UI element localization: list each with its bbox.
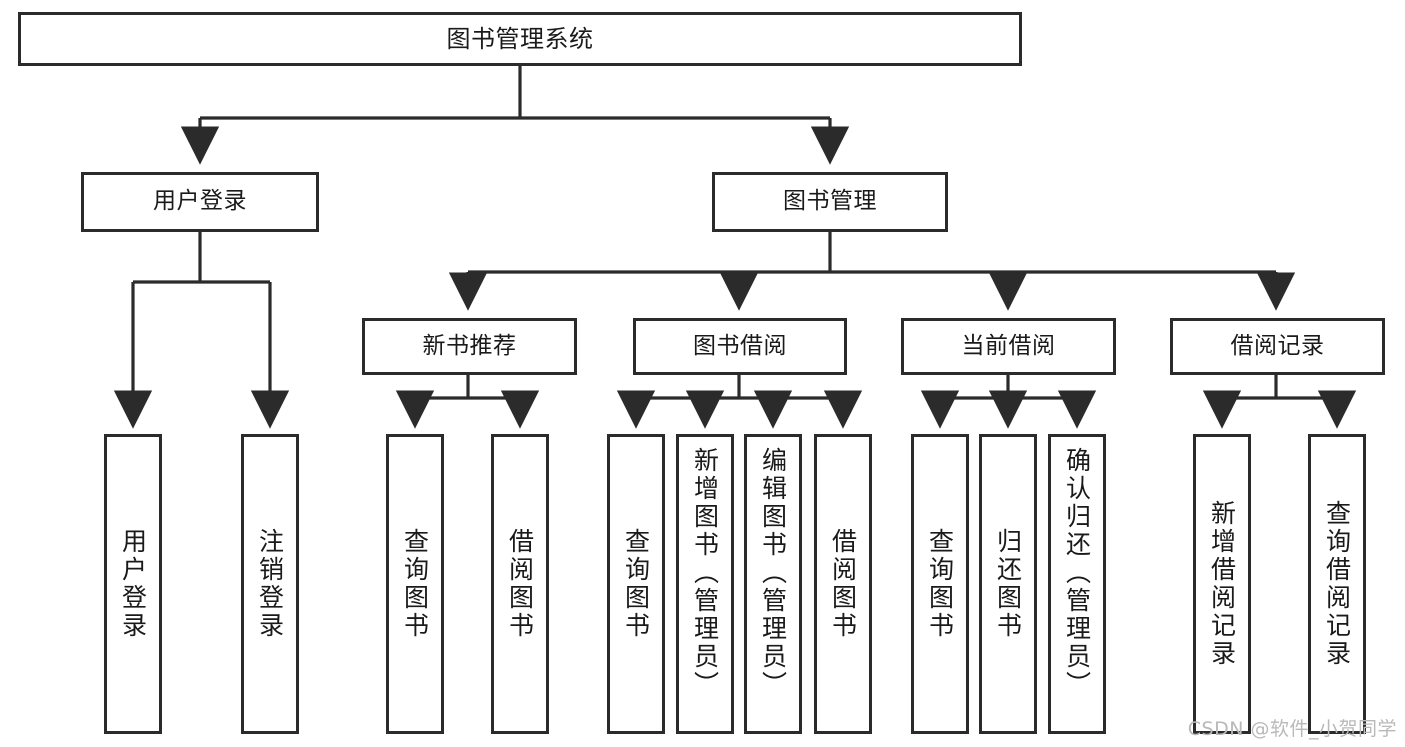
node-leaf-borrow-book-2-label: 借阅图书 [828,528,858,640]
watermark-text: CSDN @软件_小贺同学 [1187,718,1397,740]
node-leaf-borrow-book-1[interactable]: 借阅图书 [491,434,549,734]
node-leaf-query-book-2-label: 查询图书 [621,528,651,640]
node-leaf-borrow-book-1-label: 借阅图书 [505,528,535,640]
node-new-book-recommend-label: 新书推荐 [422,332,517,359]
node-leaf-query-book-1-label: 查询图书 [400,528,430,640]
node-leaf-add-record[interactable]: 新增借阅记录 [1193,434,1251,734]
node-leaf-add-book-label: 新增图书（管理员） [690,447,720,699]
node-user-login[interactable]: 用户登录 [81,172,319,232]
node-leaf-query-book-1[interactable]: 查询图书 [386,434,444,734]
node-borrow-record-label: 借阅记录 [1230,332,1325,359]
node-leaf-query-record-label: 查询借阅记录 [1322,500,1352,668]
node-current-borrow-label: 当前借阅 [961,332,1056,359]
node-root[interactable]: 图书管理系统 [18,12,1022,66]
node-leaf-borrow-book-2[interactable]: 借阅图书 [814,434,872,734]
node-leaf-logout-login-label: 注销登录 [255,528,285,640]
node-borrow-record[interactable]: 借阅记录 [1170,318,1385,375]
node-book-manage[interactable]: 图书管理 [712,172,948,232]
node-leaf-return-book[interactable]: 归还图书 [979,434,1037,734]
node-book-borrow[interactable]: 图书借阅 [633,318,847,375]
node-leaf-query-book-2[interactable]: 查询图书 [607,434,665,734]
node-leaf-query-book-3[interactable]: 查询图书 [911,434,969,734]
node-current-borrow[interactable]: 当前借阅 [901,318,1116,375]
node-leaf-query-record[interactable]: 查询借阅记录 [1308,434,1366,734]
node-book-manage-label: 图书管理 [783,188,877,215]
node-leaf-return-book-label: 归还图书 [993,528,1023,640]
node-leaf-user-login[interactable]: 用户登录 [104,434,162,734]
node-book-borrow-label: 图书借阅 [693,332,787,359]
node-leaf-edit-book[interactable]: 编辑图书（管理员） [744,434,802,734]
node-new-book-recommend[interactable]: 新书推荐 [362,318,577,375]
node-leaf-query-book-3-label: 查询图书 [925,528,955,640]
node-leaf-logout-login[interactable]: 注销登录 [241,434,299,734]
node-root-label: 图书管理系统 [446,24,594,53]
node-leaf-user-login-label: 用户登录 [118,528,148,640]
node-leaf-confirm-return-label: 确认归还（管理员） [1062,447,1092,699]
node-leaf-confirm-return[interactable]: 确认归还（管理员） [1048,434,1106,734]
node-user-login-label: 用户登录 [153,188,247,215]
node-leaf-add-record-label: 新增借阅记录 [1207,500,1237,668]
node-leaf-add-book[interactable]: 新增图书（管理员） [676,434,734,734]
node-leaf-edit-book-label: 编辑图书（管理员） [758,447,788,699]
